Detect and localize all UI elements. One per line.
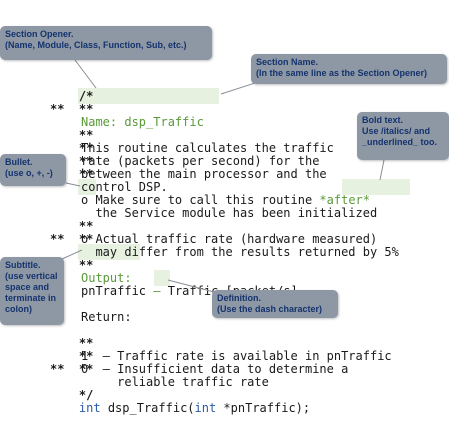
leader-bold-text — [379, 159, 385, 181]
output-line: ** Output: — [78, 258, 132, 285]
name-label: Name: — [81, 115, 118, 129]
dash-highlight — [154, 270, 170, 286]
leader-section-name — [220, 81, 259, 95]
bold-text-marker: *after* — [319, 193, 370, 207]
description-line: ** rate (packets per second) for the — [78, 141, 327, 168]
callout-subtitle: Subtitle. (use vertical space and termin… — [0, 257, 64, 325]
param-name: *pnTraffic); — [216, 401, 311, 415]
callout-section-name: Section Name. (In the same line as the S… — [251, 54, 447, 84]
return-value-line: ** reliable traffic rate — [78, 362, 269, 389]
param-type: int — [194, 401, 217, 415]
description-line: ** This routine calculates the traffic — [78, 128, 334, 155]
description-line: ** control DSP. — [78, 167, 168, 194]
name-value: dsp_Traffic — [124, 115, 204, 129]
callout-bold-text: Bold text. Use /italics/ and _underlined… — [357, 112, 449, 160]
return-type: int — [78, 401, 101, 415]
output-label: Output: — [81, 271, 132, 285]
return-value-line: ** 1 – Traffic rate is available in pnTr… — [78, 336, 392, 363]
bullet-highlight — [78, 179, 96, 195]
bullet-line: ** may differ from the results returned … — [78, 232, 399, 259]
leader-bullet — [65, 182, 81, 187]
leader-subtitle — [61, 249, 83, 260]
bullet-line: ** o Actual traffic rate (hardware measu… — [78, 219, 378, 246]
callout-definition: Definition. (Use the dash character) — [212, 290, 338, 318]
leader-section-opener — [74, 59, 97, 89]
function-name: dsp_Traffic( — [100, 401, 195, 415]
name-line: ** Name: dsp_Traffic — [78, 102, 204, 129]
function-signature: int dsp_Traffic(int *pnTraffic); — [50, 389, 310, 415]
definition-dash: – — [153, 284, 161, 298]
return-line: Return: — [50, 298, 132, 324]
description-line: ** between the main processor and the — [78, 154, 327, 181]
bullet-line: the Service module has been initialized — [81, 206, 378, 220]
comment-open-mark: /* — [78, 89, 94, 103]
callout-section-opener: Section Opener. (Name, Module, Class, Fu… — [0, 26, 212, 60]
return-value-line: ** 0 – Insufficient data to determine a — [78, 349, 349, 376]
callout-bullet: Bullet. (use o, +, -) — [0, 154, 66, 186]
bold-highlight — [342, 179, 410, 195]
comment-close-line: */ — [50, 376, 93, 402]
leader-definition — [167, 279, 215, 293]
comment-open-line: /* — [50, 77, 93, 103]
bullet-text: o Make sure to call this routine — [81, 193, 320, 207]
comment-close-mark: */ — [78, 388, 94, 402]
bullet-line: o Make sure to call this routine *after* — [50, 181, 370, 207]
definition-name: pnTraffic — [81, 284, 147, 298]
name-highlight — [78, 88, 219, 104]
output-highlight — [78, 244, 140, 260]
return-label: Return: — [81, 310, 132, 324]
